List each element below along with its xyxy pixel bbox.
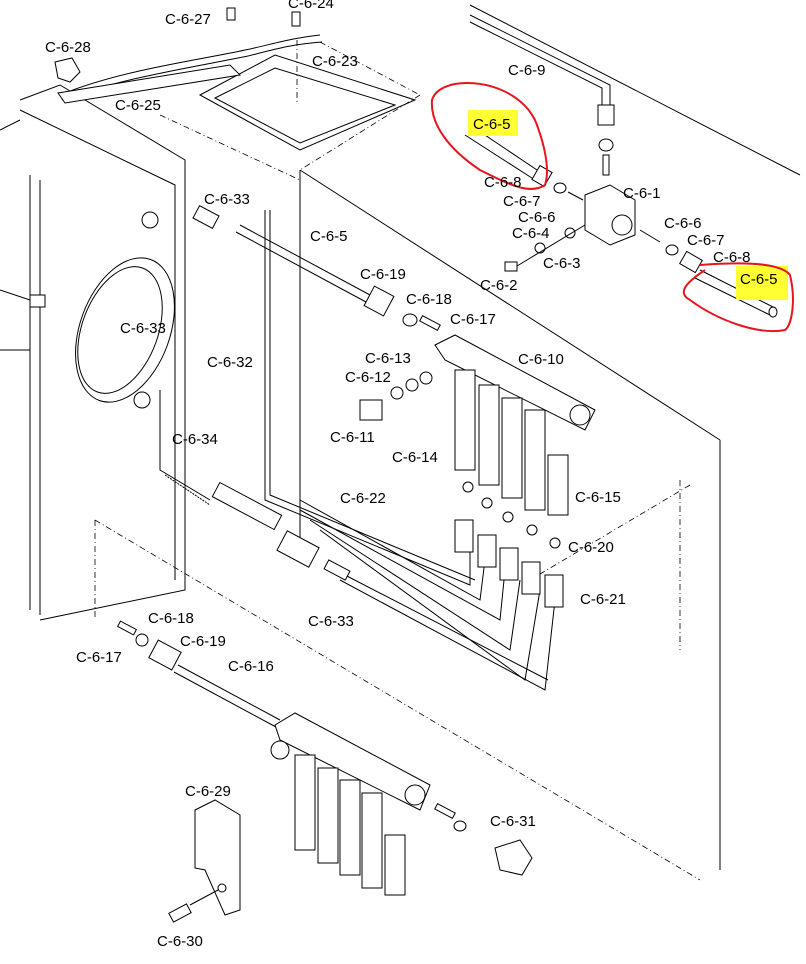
annotation-circle-lower bbox=[682, 262, 794, 332]
part-label: C-6-3 bbox=[543, 255, 581, 272]
part-label: C-6-8 bbox=[713, 249, 751, 266]
annotation-circle-upper bbox=[430, 82, 548, 190]
part-label: C-6-9 bbox=[508, 62, 546, 79]
part-label: C-6-20 bbox=[568, 539, 614, 556]
part-label: C-6-18 bbox=[148, 610, 194, 627]
manifold-lower bbox=[116, 620, 533, 896]
part-label: C-6-30 bbox=[157, 933, 203, 950]
part-label: C-6-17 bbox=[450, 311, 496, 328]
part-labels: C-6-27 C-6-24 C-6-28 C-6-23 C-6-25 C-6-9… bbox=[45, 0, 778, 950]
part-label: C-6-6 bbox=[518, 209, 556, 226]
cover-plate bbox=[54, 7, 421, 181]
part-label: C-6-16 bbox=[228, 658, 274, 675]
part-label: C-6-15 bbox=[575, 489, 621, 506]
part-label: C-6-33 bbox=[308, 613, 354, 630]
part-label: C-6-12 bbox=[345, 369, 391, 386]
part-label: C-6-21 bbox=[580, 591, 626, 608]
highlight-c-6-5-upper bbox=[468, 110, 518, 136]
part-label: C-6-13 bbox=[365, 350, 411, 367]
machine-frame bbox=[0, 84, 186, 621]
part-label: C-6-2 bbox=[480, 277, 518, 294]
part-label: C-6-1 bbox=[623, 185, 661, 202]
part-label: C-6-19 bbox=[360, 266, 406, 283]
main-pipe bbox=[192, 204, 441, 332]
part-label: C-6-33 bbox=[120, 320, 166, 337]
part-label: C-6-32 bbox=[207, 354, 253, 371]
part-label: C-6-4 bbox=[512, 225, 550, 242]
part-label: C-6-7 bbox=[687, 232, 725, 249]
part-label: C-6-34 bbox=[172, 431, 218, 448]
part-label: C-6-31 bbox=[490, 813, 536, 830]
part-label: C-6-23 bbox=[312, 53, 358, 70]
part-label: C-6-18 bbox=[406, 291, 452, 308]
part-label: C-6-19 bbox=[180, 633, 226, 650]
part-label: C-6-14 bbox=[392, 449, 438, 466]
panel-outlines bbox=[94, 4, 801, 881]
part-label: C-6-25 bbox=[115, 97, 161, 114]
part-label: C-6-8 bbox=[484, 174, 522, 191]
part-label: C-6-22 bbox=[340, 490, 386, 507]
part-label: C-6-27 bbox=[165, 11, 211, 28]
tubes bbox=[159, 210, 564, 691]
part-label: C-6-5 bbox=[310, 228, 348, 245]
part-label: C-6-17 bbox=[76, 649, 122, 666]
manifold-upper bbox=[359, 334, 596, 549]
part-label: C-6-7 bbox=[503, 193, 541, 210]
part-label: C-6-10 bbox=[518, 351, 564, 368]
highlight-c-6-5-lower bbox=[736, 266, 788, 300]
part-label: C-6-29 bbox=[185, 783, 231, 800]
part-label: C-6-28 bbox=[45, 39, 91, 56]
part-label-highlighted: C-6-5 bbox=[473, 116, 511, 133]
part-label: C-6-6 bbox=[664, 215, 702, 232]
bracket bbox=[168, 799, 241, 923]
distribution-block bbox=[464, 14, 778, 318]
part-label: C-6-24 bbox=[288, 0, 334, 12]
part-label-highlighted: C-6-5 bbox=[740, 271, 778, 288]
part-label: C-6-11 bbox=[330, 429, 375, 446]
part-label: C-6-33 bbox=[204, 191, 250, 208]
